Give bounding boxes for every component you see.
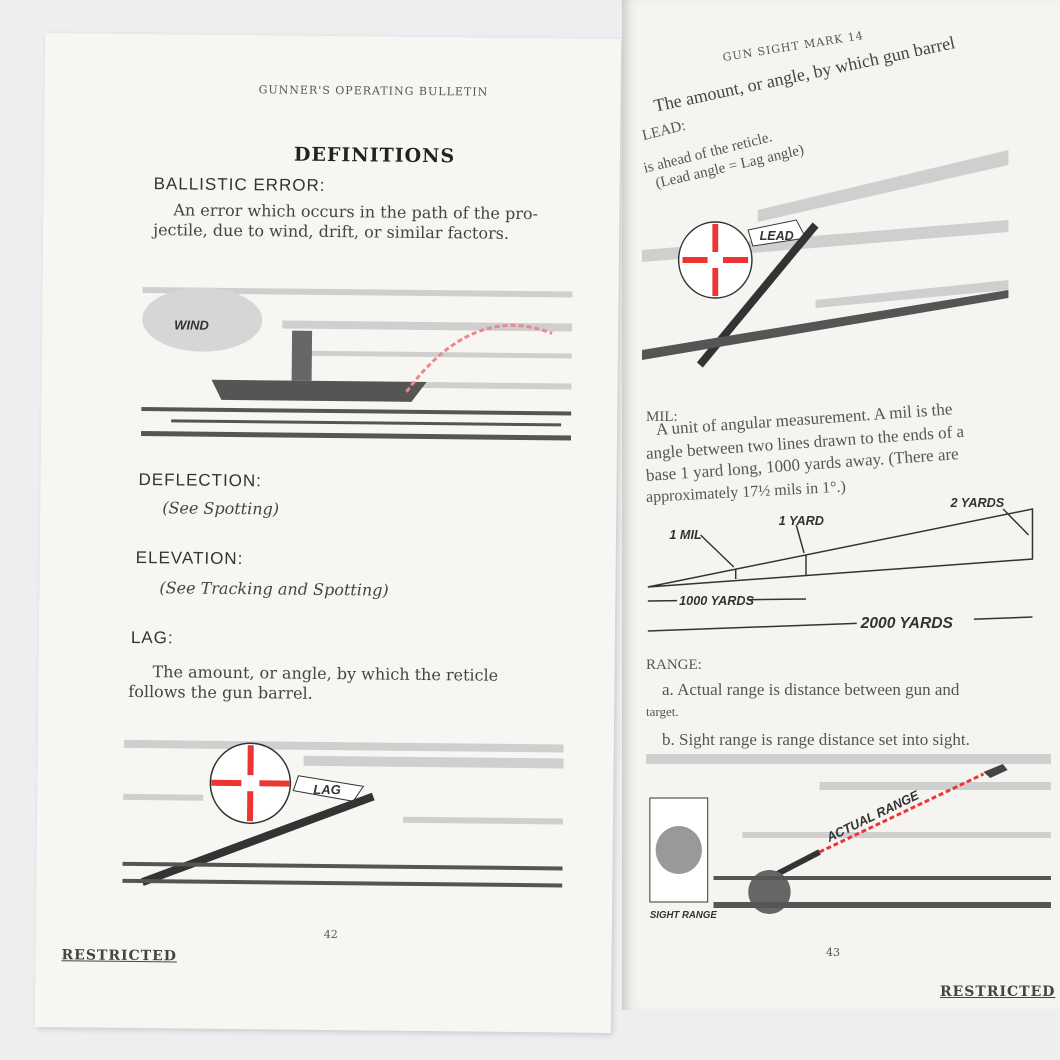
label-1-yard: 1 YARD <box>779 513 824 528</box>
sight-range-label: SIGHT RANGE <box>650 910 717 921</box>
term-lead: LEAD: <box>640 117 688 145</box>
left-page: GUNNER'S OPERATING BULLETIN DEFINITIONS … <box>34 33 622 1033</box>
lag-illustration: LAG <box>122 739 564 888</box>
term-elevation: ELEVATION: <box>135 547 244 569</box>
term-range: RANGE: <box>646 657 702 673</box>
definition-text: a. Actual range is distance between gun … <box>662 680 960 699</box>
page-number: 42 <box>323 927 338 942</box>
page-number: 43 <box>826 946 840 959</box>
term-deflection: DEFLECTION: <box>138 470 263 491</box>
term-mil: MIL: <box>646 409 678 425</box>
term-lag: LAG: <box>130 627 174 648</box>
label-2000-yards: 2000 YARDS <box>860 615 954 632</box>
label-2-yards: 2 YARDS <box>949 495 1004 510</box>
ballistic-error-illustration: WIND <box>140 279 573 444</box>
term-ballistic-error: BALLISTIC ERROR: <box>153 174 326 195</box>
wind-label: WIND <box>174 317 209 332</box>
definition-text: target. <box>646 704 679 719</box>
definition-text: follows the gun barrel. <box>128 681 313 703</box>
see-reference: (See Tracking and Spotting) <box>159 578 389 600</box>
lag-label: LAG <box>313 782 341 797</box>
range-illustration: SIGHT RANGE ACTUAL RANGE <box>646 754 1051 921</box>
mil-diagram: 1 MIL 1 YARD 2 YARDS 1000 YARDS 2000 YAR… <box>647 495 1034 632</box>
see-reference: (See Spotting) <box>162 498 280 519</box>
lead-illustration: LEAD <box>642 150 1009 368</box>
right-page: GUN SIGHT MARK 14 LEAD: The amount, or a… <box>622 0 1060 1010</box>
restricted-footer: RESTRICTED <box>61 947 178 965</box>
running-header: GUNNER'S OPERATING BULLETIN <box>258 83 489 99</box>
lead-label: LEAD <box>760 228 794 243</box>
restricted-footer: RESTRICTED <box>940 984 1056 1000</box>
label-1-mil: 1 MIL <box>669 527 702 542</box>
label-1000-yards: 1000 YARDS <box>679 593 754 608</box>
definition-text: jectile, due to wind, drift, or similar … <box>153 220 510 243</box>
page-title: DEFINITIONS <box>293 143 456 168</box>
definition-text: b. Sight range is range distance set int… <box>662 730 970 749</box>
